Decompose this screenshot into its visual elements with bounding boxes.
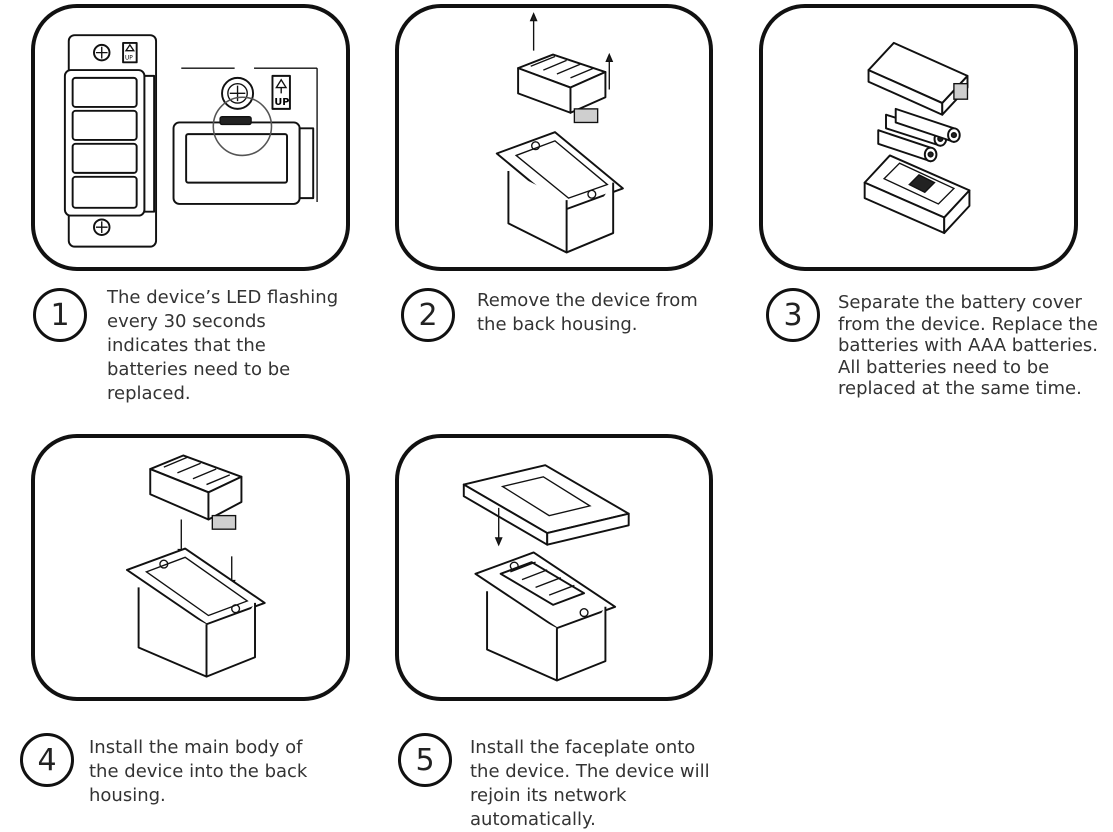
up-label-small: UP xyxy=(125,55,133,61)
step-4-illustration xyxy=(31,434,350,701)
remove-device-drawing xyxy=(495,12,624,254)
install-device-drawing xyxy=(125,454,266,678)
step-5-text: Install the faceplate onto the device. T… xyxy=(470,737,710,830)
step-2-text: Remove the device from the back housing. xyxy=(477,290,698,335)
step-3-number: 3 xyxy=(766,288,820,342)
wall-switch-led-drawing: UP UP xyxy=(63,34,318,248)
step-4-number: 4 xyxy=(20,733,74,787)
step-4-text: Install the main body of the device into… xyxy=(89,737,308,806)
step-2-illustration xyxy=(395,4,713,271)
step-2-number: 2 xyxy=(401,288,455,342)
step-3-illustration xyxy=(759,4,1078,271)
step-5-illustration xyxy=(395,434,713,701)
battery-replacement-drawing xyxy=(863,41,971,235)
up-label: UP xyxy=(274,97,289,108)
install-faceplate-drawing xyxy=(462,464,630,682)
step-3-text: Separate the battery cover from the devi… xyxy=(838,292,1099,399)
step-1-text: The device’s LED flashing every 30 secon… xyxy=(107,287,339,404)
step-1-number: 1 xyxy=(33,288,87,342)
step-1-illustration: UP UP xyxy=(31,4,350,271)
step-5-number: 5 xyxy=(398,733,452,787)
